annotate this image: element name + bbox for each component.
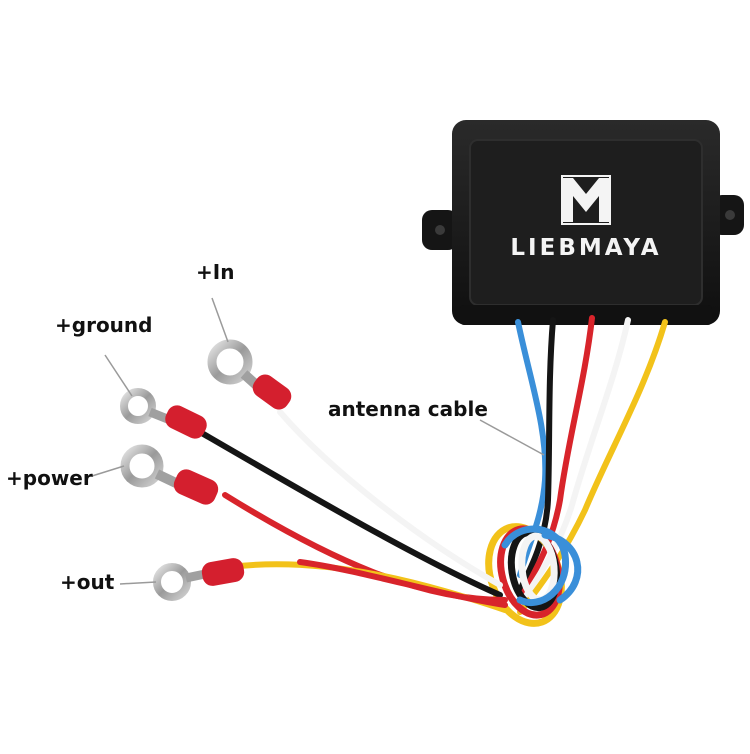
label-out: +out xyxy=(60,570,115,594)
label-ground: +ground xyxy=(55,313,153,337)
brand-name: LIEBMAYA xyxy=(510,235,661,261)
cable-knot xyxy=(485,523,582,627)
receiver-box xyxy=(422,120,744,325)
terminal-out xyxy=(153,558,245,601)
brand-logo-icon xyxy=(561,175,611,225)
terminal-ground xyxy=(120,388,207,439)
label-antenna-cable: antenna cable xyxy=(328,397,488,421)
label-power: +power xyxy=(6,466,93,490)
label-in: +In xyxy=(196,260,235,284)
label-pointers xyxy=(91,297,545,585)
terminal-power xyxy=(120,444,219,505)
terminal-in xyxy=(207,339,292,410)
terminal-wires xyxy=(197,409,508,613)
wire-bundle xyxy=(515,315,668,615)
